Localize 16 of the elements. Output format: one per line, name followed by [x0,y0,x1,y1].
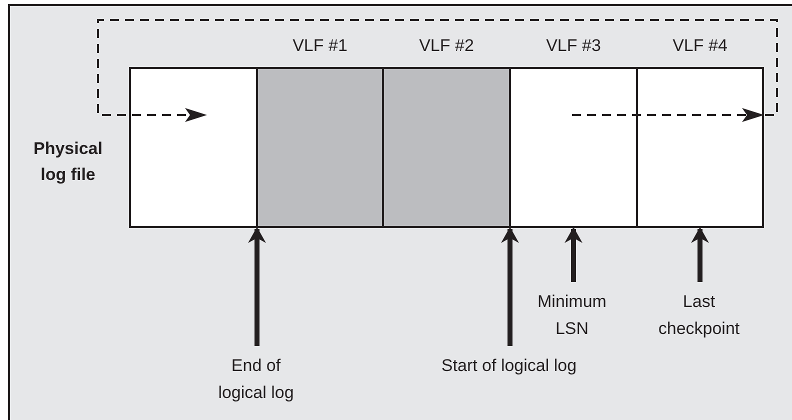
pointer-arrow [501,227,519,346]
callout-text: Start of logical log [419,352,599,379]
wraparound-arrow [572,108,764,122]
segment-heading: VLF #2 [418,35,475,57]
segment-heading: VLF #4 [672,35,728,57]
strip-label: Physical log file [32,138,104,186]
pointer-arrow [248,227,266,346]
callout-text: End of logical log [210,352,302,406]
segment-heading: VLF #1 [292,35,348,57]
wraparound-arrow [97,19,778,122]
callout-text: Last checkpoint [644,288,754,342]
log-segment [129,67,258,228]
pointer-arrow [691,227,709,282]
segment-heading: VLF #3 [545,35,602,57]
callout-text: Minimum LSN [522,288,622,342]
pointer-arrow [564,227,582,282]
